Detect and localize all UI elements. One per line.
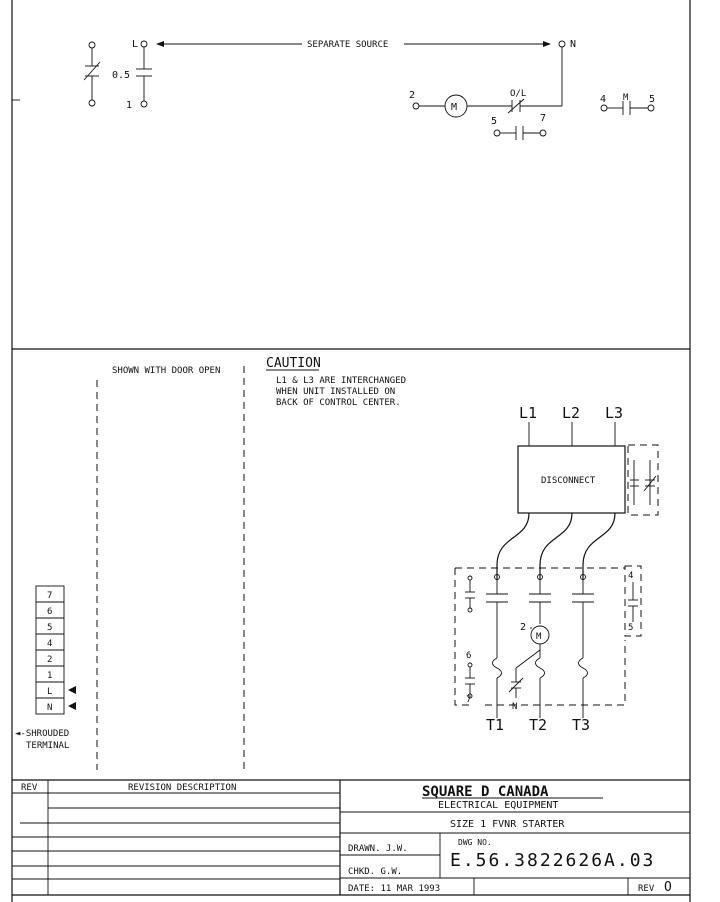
ol-label-N: N xyxy=(512,702,517,712)
drawing-title: SIZE 1 FVNR STARTER xyxy=(450,819,565,830)
disconnect-aux-box xyxy=(627,444,659,516)
shown-with-door-open: SHOWN WITH DOOR OPEN xyxy=(112,366,220,376)
company-name: SQUARE D CANADA xyxy=(422,784,549,800)
drawn-by: DRAWN. J.W. xyxy=(348,844,408,854)
line-label-L2: L2 xyxy=(562,404,580,422)
dwg-no-label: DWG NO. xyxy=(458,838,492,847)
checked-by: CHKD. G.W. xyxy=(348,867,402,877)
label-5b: 5 xyxy=(649,94,655,105)
aux-contact-box xyxy=(624,565,642,637)
terminal-N: N xyxy=(47,703,52,713)
motor-label: M xyxy=(451,102,457,113)
label-5: 5 xyxy=(491,116,497,127)
company-subtitle: ELECTRICAL EQUIPMENT xyxy=(438,800,558,811)
line-label-L1: L1 xyxy=(519,404,537,422)
revision-description-header: REVISION DESCRIPTION xyxy=(128,783,236,793)
caution-title: CAUTION xyxy=(266,356,321,371)
cable-2 xyxy=(539,512,573,580)
shroud-marker-N xyxy=(68,702,76,710)
cable-1 xyxy=(496,512,530,580)
label-7: 7 xyxy=(540,113,546,124)
overload-heaters xyxy=(492,657,588,718)
label-M: M xyxy=(623,93,629,103)
line-label-L3: L3 xyxy=(605,404,623,422)
separate-source-label: SEPARATE SOURCE xyxy=(307,40,388,50)
label-2: 2 xyxy=(409,90,415,101)
starter-box xyxy=(454,567,626,706)
title-block xyxy=(12,779,690,896)
rev-value: O xyxy=(664,880,672,895)
shroud-marker-L xyxy=(68,686,76,694)
coil-label: M xyxy=(536,632,542,642)
aux-label-5: 5 xyxy=(628,623,633,633)
terminal-T3: T3 xyxy=(572,716,590,734)
aux-left-contact xyxy=(465,575,475,613)
terminal-L: L xyxy=(47,687,52,697)
caution-line-1: L1 & L3 ARE INTERCHANGED xyxy=(276,376,406,386)
terminal-5: 5 xyxy=(47,623,52,633)
contact-4-5: 4 M 5 xyxy=(600,93,655,115)
contact-0-5: L 0.5 1 xyxy=(112,39,152,111)
motor-circuit: 2 M O/L xyxy=(409,89,562,118)
label-N: N xyxy=(570,39,576,50)
main-contacts xyxy=(486,574,594,658)
caution-line-2: WHEN UNIT INSTALLED ON xyxy=(276,387,395,397)
terminal-block: 7 6 5 4 2 1 L N xyxy=(35,585,76,715)
aux-label-4: 4 xyxy=(628,571,633,581)
label-1: 1 xyxy=(126,100,132,111)
legend-line-2: TERMINAL xyxy=(26,741,69,751)
label-4: 4 xyxy=(600,94,606,105)
terminal-T2: T2 xyxy=(529,716,547,734)
terminal-T1: T1 xyxy=(486,716,504,734)
caution-line-3: BACK OF CONTROL CENTER. xyxy=(276,398,401,408)
terminal-4: 4 xyxy=(47,639,52,649)
disconnect-label: DISCONNECT xyxy=(541,476,596,486)
separate-source: SEPARATE SOURCE N xyxy=(156,39,576,106)
legend-line-1: ◄-SHROUDED xyxy=(15,729,69,739)
label-L: L xyxy=(132,39,138,50)
label-7b: 7 xyxy=(466,695,471,705)
terminal-1: 1 xyxy=(47,671,52,681)
label-6: 6 xyxy=(466,651,471,661)
nc-switch xyxy=(83,41,101,107)
label-0-5: 0.5 xyxy=(112,70,130,81)
coil-number: 2 xyxy=(520,622,526,633)
terminal-2: 2 xyxy=(47,655,52,665)
terminal-7: 7 xyxy=(47,591,52,601)
drawing-number: E.56.3822626A.03 xyxy=(450,850,655,871)
cable-3 xyxy=(582,512,616,580)
rev-label: REV xyxy=(638,884,655,894)
rev-header: REV xyxy=(21,783,38,793)
label-OL: O/L xyxy=(510,89,526,99)
drawing-date: DATE: 11 MAR 1993 xyxy=(348,884,440,894)
terminal-6: 6 xyxy=(47,607,52,617)
contact-5-7: 5 7 xyxy=(491,113,547,140)
